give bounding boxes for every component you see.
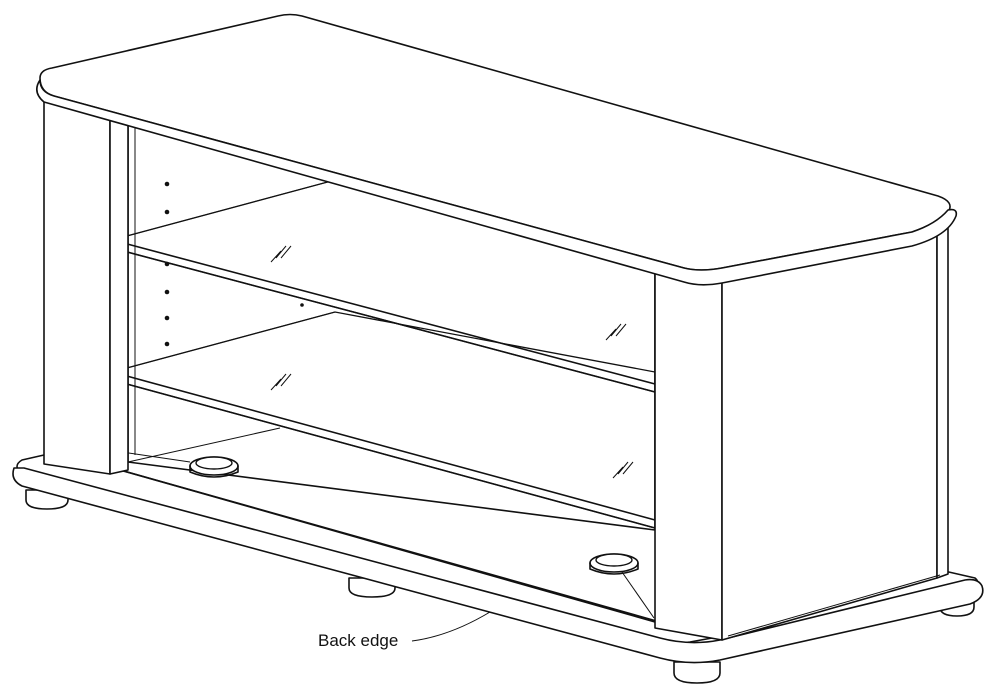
right-side-panel [654,221,949,641]
base-front-edge [12,467,984,664]
glass-mark [612,461,634,479]
base-back-edge-line [119,469,656,623]
glass-mark [270,245,292,263]
right-panel-front [654,269,723,641]
callout-leader [411,611,491,642]
right-panel-side [721,225,938,641]
left-panel-front [43,99,111,475]
leader-left [121,451,191,463]
callout-back-edge: Back edge [318,611,491,650]
left-panel-inner [109,113,129,475]
foot-front [673,661,721,684]
callout-label-back-edge: Back edge [318,631,398,650]
stand-top [36,13,958,286]
glass-mark [605,323,627,341]
top-front-edge [36,79,958,286]
cable-grommet-left [189,456,239,478]
left-side-panel [43,99,129,475]
glass-mark [270,373,292,391]
right-panel-edge [936,221,949,579]
cable-grommet-right [589,553,639,575]
leader-right [621,571,655,619]
